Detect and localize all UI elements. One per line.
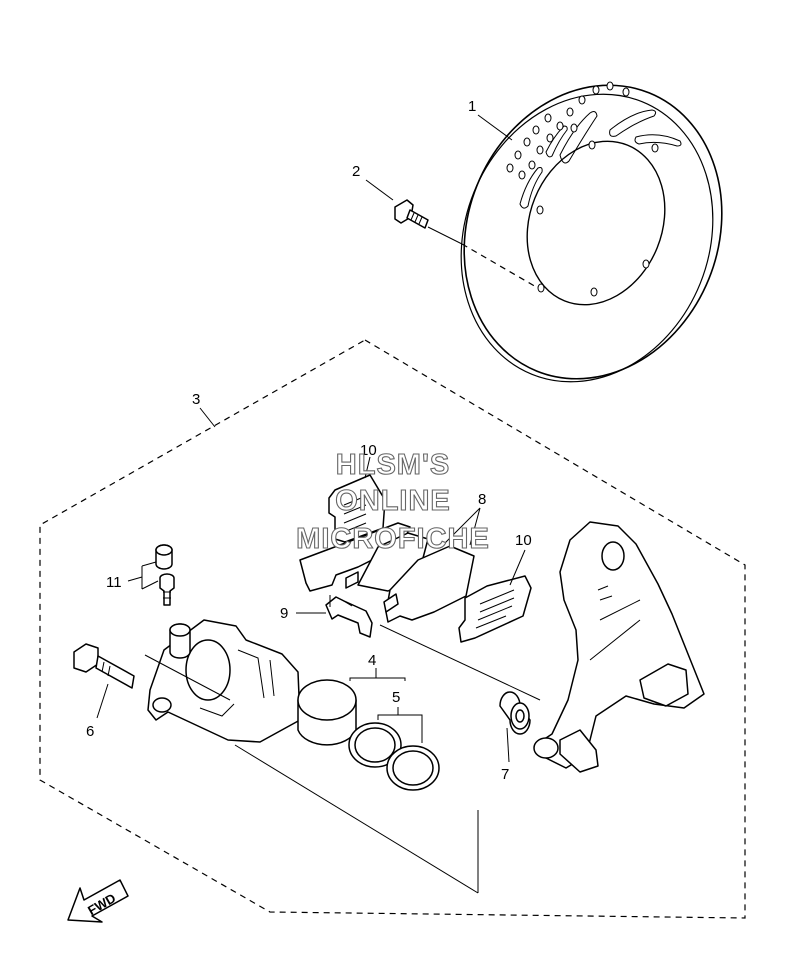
callout-10-upper: 10 <box>360 442 377 459</box>
seal-bracket <box>377 707 423 743</box>
callout-2: 2 <box>352 163 360 180</box>
bleed-screw <box>155 544 175 606</box>
shim-right-leader <box>509 549 526 586</box>
watermark: HLSM'S ONLINE MICROFICHE <box>296 448 490 555</box>
bracket-guide-line <box>379 624 541 701</box>
disc-bolt-axis <box>461 243 539 289</box>
piston <box>297 679 357 746</box>
callout-3-leader <box>199 407 216 428</box>
pad-shim-upper <box>328 474 386 543</box>
callout-11: 11 <box>106 574 122 591</box>
pad-leader-a <box>444 507 481 544</box>
callout-10a-leader <box>364 456 371 479</box>
watermark-line-3: MICROFICHE <box>296 523 490 555</box>
watermark-line-1: HLSM'S <box>336 449 450 481</box>
pad-shim-right <box>458 575 532 643</box>
brake-pads <box>299 522 475 623</box>
callout-3: 3 <box>192 391 200 408</box>
callout-8: 8 <box>478 491 486 508</box>
disc-bolt <box>394 199 429 229</box>
callout-11-leader <box>127 576 143 582</box>
brake-disc <box>460 81 723 383</box>
callout-1-leader <box>477 114 513 141</box>
callout-7-leader <box>506 727 510 763</box>
bleed-bracket <box>141 561 159 590</box>
caliper-bracket <box>533 521 705 773</box>
piston-bracket <box>349 668 406 681</box>
callout-6-leader <box>96 683 109 719</box>
callout-1: 1 <box>468 98 476 115</box>
callout-9: 9 <box>280 605 288 622</box>
caliper-pin-bolt <box>73 643 135 689</box>
fwd-direction-arrow: FWD <box>67 879 129 923</box>
pad-spring <box>325 595 373 638</box>
disc-bolt-leader <box>427 226 463 245</box>
caliper-body <box>144 619 301 743</box>
rubber-boot <box>499 691 531 735</box>
caliper-assembly-boundary <box>39 339 746 919</box>
callout-6: 6 <box>86 723 94 740</box>
callout-7: 7 <box>501 766 509 783</box>
callout-10-right: 10 <box>515 532 532 549</box>
callout-4: 4 <box>368 652 376 669</box>
watermark-line-2: ONLINE <box>335 485 451 517</box>
caliper-bottom-line <box>234 744 479 894</box>
callout-5: 5 <box>392 689 400 706</box>
piston-seals <box>348 722 440 791</box>
callout-2-leader <box>365 179 394 201</box>
pad-leader-b <box>469 507 481 546</box>
